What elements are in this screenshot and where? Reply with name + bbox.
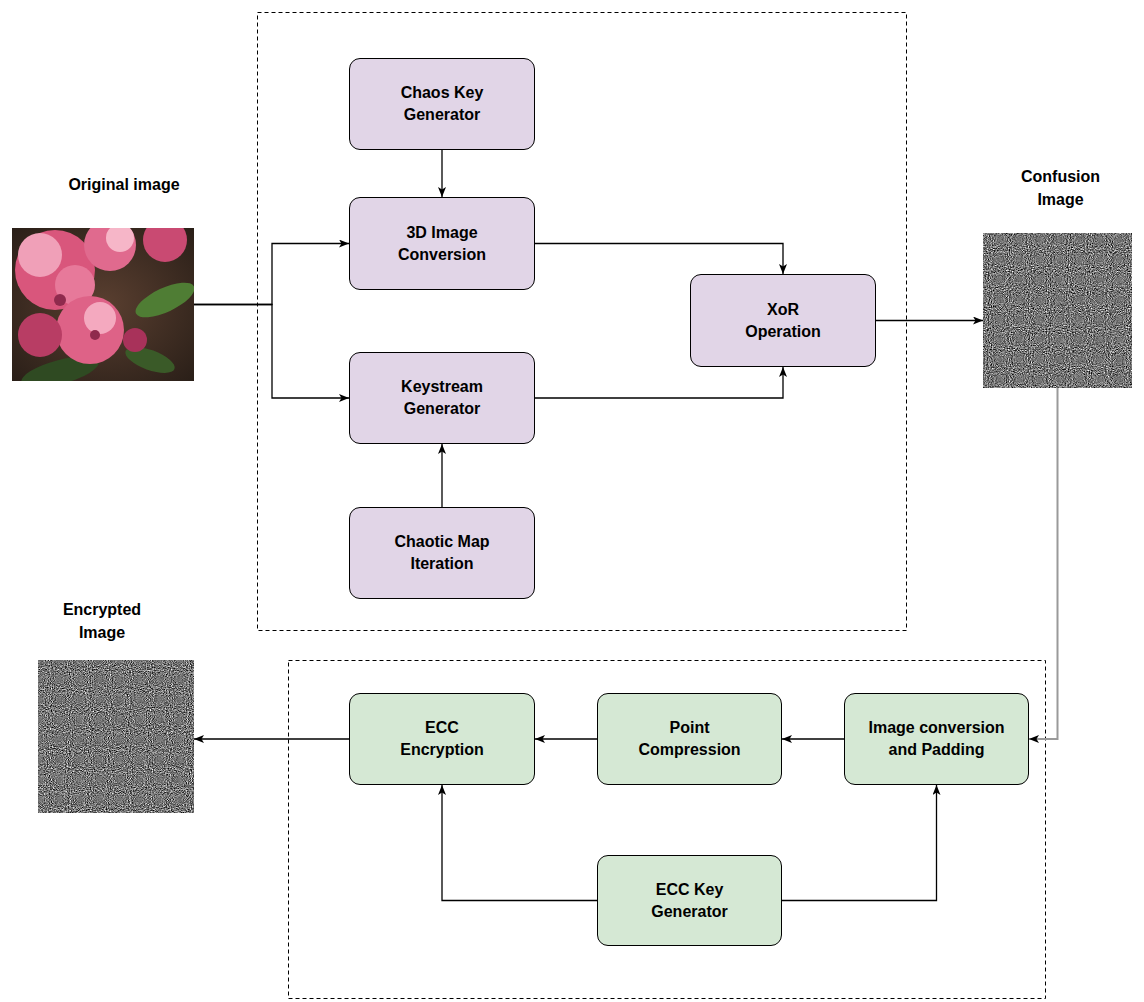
box-label: 3D Image Conversion	[372, 222, 512, 265]
flow-arrow	[535, 738, 597, 739]
flow-arrow	[441, 150, 442, 197]
chaos-stage-frame	[258, 13, 907, 631]
noise-image	[983, 233, 1132, 388]
flow-arrow	[194, 244, 349, 305]
flower-photo	[12, 228, 194, 381]
blossom	[56, 296, 124, 364]
image-panel: Confusion Image	[983, 233, 1132, 388]
process-box: ECC Encryption	[349, 693, 535, 785]
blossom-center	[90, 330, 100, 340]
image-panel: Original image	[12, 228, 194, 381]
blossom	[143, 228, 187, 262]
ecc-stage-frame	[289, 661, 1046, 999]
leaf	[131, 276, 194, 325]
flow-arrow	[782, 785, 937, 901]
noise-image	[38, 660, 194, 813]
process-box: Keystream Generator	[349, 352, 535, 444]
flow-arrow	[535, 367, 783, 398]
blossom-center	[54, 294, 66, 306]
flow-arrow	[876, 320, 983, 321]
flow-arrow	[441, 444, 442, 507]
box-label: ECC Encryption	[387, 717, 497, 760]
blossom	[18, 313, 62, 357]
blossom	[84, 228, 136, 271]
blossom	[18, 233, 62, 277]
flow-arrow	[782, 738, 844, 739]
box-label: Chaos Key Generator	[372, 82, 512, 125]
image-heading: Encrypted Image	[47, 599, 157, 644]
flow-arrow	[194, 738, 349, 739]
blossom	[84, 302, 116, 334]
blossom	[106, 228, 134, 252]
process-box: Chaos Key Generator	[349, 58, 535, 150]
flow-arrow	[442, 785, 597, 901]
process-box: Point Compression	[597, 693, 782, 785]
process-box: Image conversion and Padding	[844, 693, 1029, 785]
flow-arrow	[1029, 388, 1058, 739]
box-label: Point Compression	[630, 717, 750, 760]
process-box: 3D Image Conversion	[349, 197, 535, 290]
box-label: Chaotic Map Iteration	[372, 531, 512, 574]
image-panel: Encrypted Image	[38, 660, 194, 813]
blossom	[123, 328, 147, 352]
box-label: Keystream Generator	[372, 376, 512, 419]
process-box: ECC Key Generator	[597, 855, 782, 946]
box-label: ECC Key Generator	[630, 879, 750, 922]
flow-arrow	[535, 244, 783, 275]
image-heading: Confusion Image	[1006, 166, 1116, 211]
box-label: Image conversion and Padding	[857, 717, 1017, 760]
image-heading: Original image	[34, 174, 214, 196]
box-label: XoR Operation	[733, 299, 833, 342]
process-box: Chaotic Map Iteration	[349, 507, 535, 599]
flow-arrow	[194, 305, 349, 399]
process-box: XoR Operation	[690, 274, 876, 367]
